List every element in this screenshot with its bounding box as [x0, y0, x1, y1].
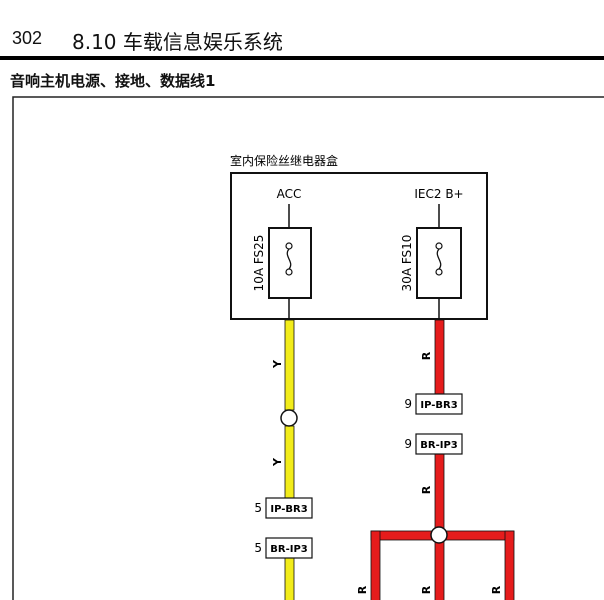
fuse-right-pin-bottom	[435, 268, 443, 276]
connector-right-2-pin: 9	[404, 437, 412, 451]
wire-right: R R R R R	[356, 319, 515, 600]
wire-right-segment-1	[434, 319, 445, 395]
wire-right-branch-right-code: R	[490, 585, 503, 594]
connector-right-1-name: IP-BR3	[420, 400, 457, 411]
header-rule	[0, 56, 604, 60]
fuse-box	[230, 172, 488, 320]
fuse-left-terminal: ACC	[277, 187, 302, 201]
fuse-right-element-icon	[436, 248, 442, 270]
section-title: 8.10 车载信息娱乐系统	[72, 30, 283, 54]
connector-left-1	[265, 497, 313, 519]
fuse-right-rating: 30A FS10	[400, 235, 414, 292]
wire-right-branch-left-code: R	[356, 585, 369, 594]
wire-right-segment-2	[434, 453, 445, 535]
connector-left-1-name: IP-BR3	[270, 504, 307, 515]
wire-left: Y Y	[271, 319, 298, 600]
connector-right-2	[415, 433, 463, 455]
connector-left-2-name: BR-IP3	[270, 544, 308, 555]
wire-left-segment-3	[284, 557, 295, 600]
fuse-left-element-icon	[286, 248, 292, 270]
connector-left-1-pin: 5	[254, 501, 262, 515]
wire-right-branch-right	[504, 530, 515, 600]
connector-right-1-pin: 9	[404, 397, 412, 411]
wire-right-branch-center-code: R	[420, 585, 433, 594]
fuse-box-label: 室内保险丝继电器盒	[230, 153, 338, 168]
fuse-left-pin-bottom	[285, 268, 293, 276]
wire-right-color-code: R	[420, 351, 433, 360]
wire-left-color-code: Y	[271, 359, 284, 369]
wire-left-segment-2	[284, 425, 295, 499]
fuse-left-rating: 10A FS25	[252, 235, 266, 292]
diagram-frame	[12, 96, 604, 600]
connector-left-2-pin: 5	[254, 541, 262, 555]
connector-right-2-name: BR-IP3	[420, 440, 458, 451]
fuse-right	[416, 227, 462, 299]
wire-right-splice	[430, 526, 448, 544]
connector-left-2	[265, 537, 313, 559]
wire-right-branch-center	[434, 539, 445, 600]
fuse-left-pin-top	[285, 242, 293, 250]
fuse-right-pin-top	[435, 242, 443, 250]
page-number: 302	[12, 28, 43, 48]
wire-right-color-code-2: R	[420, 485, 433, 494]
fuse-right-terminal: IEC2 B+	[414, 187, 463, 201]
wire-left-splice	[280, 409, 298, 427]
diagram-title: 音响主机电源、接地、数据线1	[10, 72, 216, 90]
page-header: 302 8.10 车载信息娱乐系统	[0, 0, 604, 60]
wire-left-segment-1	[284, 319, 295, 411]
wire-right-branch-left	[370, 530, 381, 600]
wire-left-color-code-2: Y	[271, 457, 284, 467]
connector-right-1	[415, 393, 463, 415]
